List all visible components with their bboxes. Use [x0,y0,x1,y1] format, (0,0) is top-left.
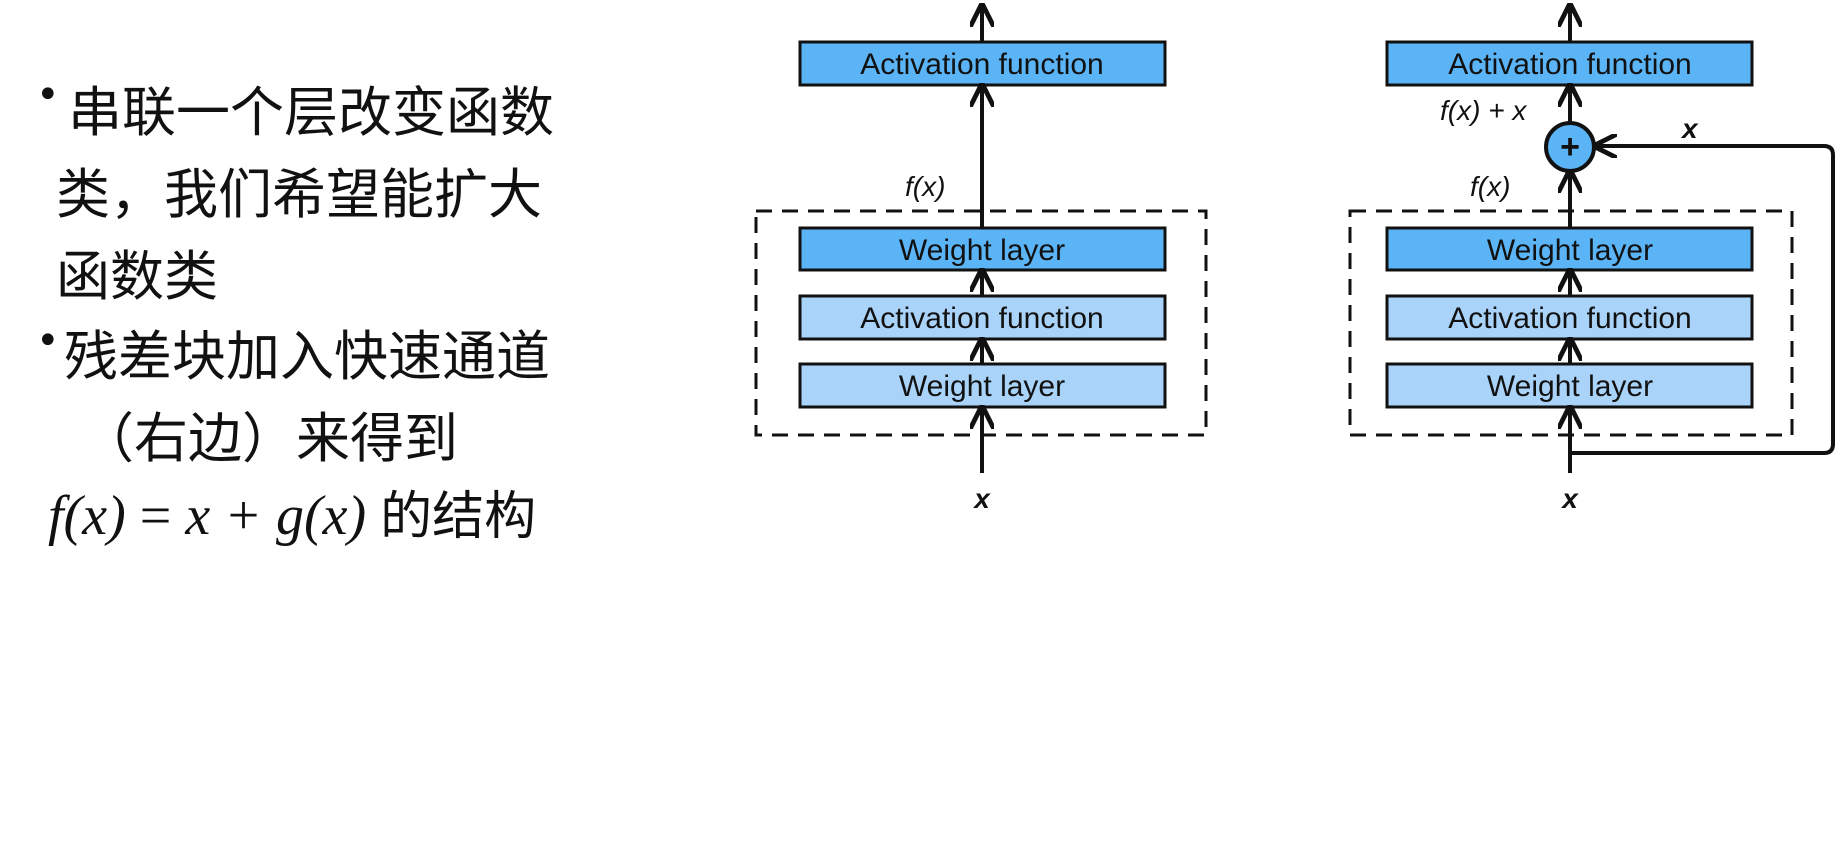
weight-layer-label: Weight layer [1487,234,1653,267]
formula-suffix: 的结构 [380,487,537,547]
weight-layer-label: Weight layer [899,370,1065,403]
fx-label: f(x) [905,171,945,202]
bullet-1-line-2: 类，我们希望能扩大 [56,163,542,226]
residual-block-diagram: Activation function f(x) + x + x f(x) We… [1348,8,1835,514]
bullet-2-line-2: （右边）来得到 [80,407,458,470]
activation-label: Activation function [1448,302,1691,335]
weight-layer-label: Weight layer [1487,370,1653,403]
top-activation-label: Activation function [1448,48,1691,81]
formula-eq: = [139,485,172,547]
bullet-2-line-1: 残差块加入快速通道 [64,325,550,388]
bullet-list: • 串联一个层改变函数 类，我们希望能扩大 函数类 • 残差块加入快速通道 （右… [0,0,720,841]
bullet-1-line-1: 串联一个层改变函数 [68,81,554,144]
activation-box-inner [1385,294,1754,341]
top-activation-label: Activation function [860,48,1103,81]
formula: f(x) = x + g(x) 的结构 [48,474,536,549]
weight-layer-box-top [798,226,1167,272]
top-activation-box [1385,40,1754,87]
plus-icon: + [1560,128,1580,166]
formula-rhs: x + g(x) [185,485,367,547]
formula-lhs: f(x) [48,485,126,547]
activation-box-inner [798,294,1167,341]
skip-x-label: x [1680,113,1699,144]
activation-label: Activation function [860,302,1103,335]
top-activation-box [798,40,1167,87]
weight-layer-box-bottom [798,362,1167,409]
plain-block-diagram: Activation function f(x) Weight layer Ac… [754,8,1208,514]
bullet-dot: • [36,318,60,364]
fx-label: f(x) [1470,171,1510,202]
skip-connection [1570,146,1835,455]
input-x-label: x [972,483,991,514]
bullet-1-line-3: 函数类 [56,245,218,308]
weight-layer-box-bottom [1385,362,1754,409]
input-x-label: x [1560,483,1579,514]
bullet-dot: • [36,72,60,118]
sum-label: f(x) + x [1440,95,1527,126]
weight-layer-label: Weight layer [899,234,1065,267]
